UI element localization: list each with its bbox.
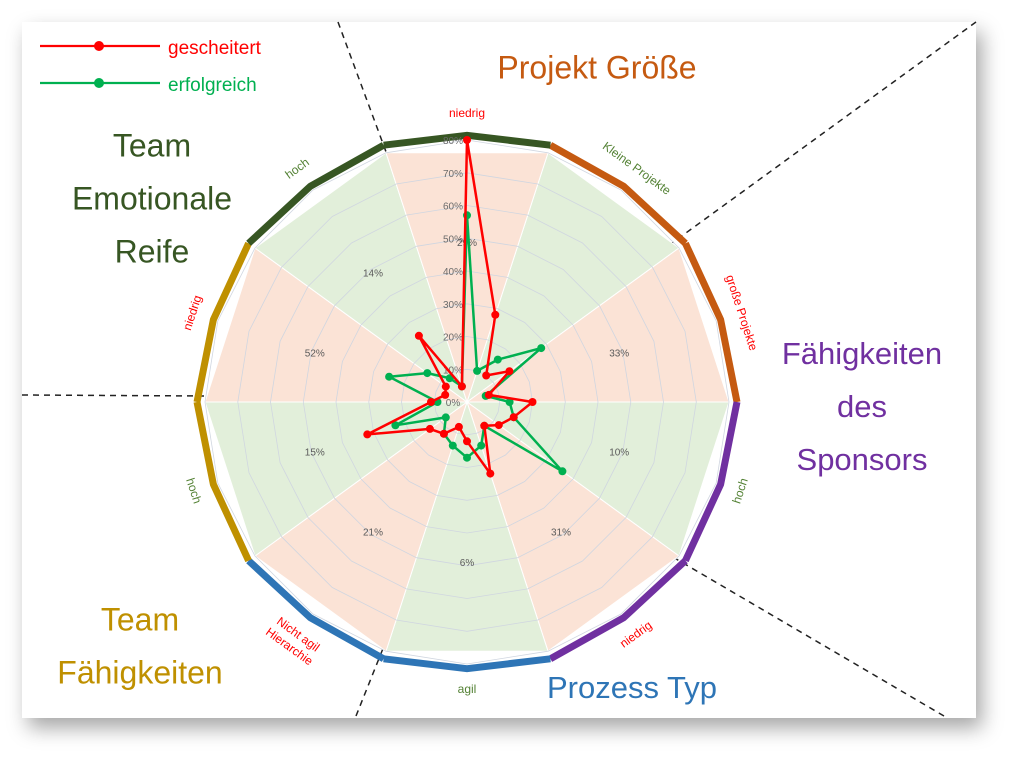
series-point — [441, 413, 450, 422]
series-point — [482, 371, 491, 380]
radial-tick-label: 50% — [443, 234, 463, 245]
group-title-team_emo: Team — [113, 127, 191, 163]
series-point — [423, 369, 432, 378]
grid-ring — [335, 270, 599, 534]
series-point — [477, 441, 486, 450]
radial-tick-label: 30% — [443, 300, 463, 311]
rim-segment-team_skill — [193, 241, 252, 403]
series-point — [385, 372, 394, 381]
rim-segment-sponsor — [682, 401, 741, 563]
radial-tick-label: 20% — [443, 333, 463, 344]
series-point — [457, 382, 466, 391]
legend-marker-success — [94, 78, 104, 88]
zone-percent-label: 31% — [551, 527, 571, 538]
radial-tick-label: 70% — [443, 169, 463, 180]
radial-tick-label: 80% — [443, 136, 463, 147]
series-point — [494, 421, 503, 430]
series-point — [463, 437, 471, 446]
series-point — [414, 331, 423, 340]
legend: gescheitert erfolgreich — [40, 38, 262, 96]
radar-grid — [204, 139, 730, 665]
legend-label-failed: gescheitert — [168, 38, 262, 59]
divider-line — [665, 552, 945, 717]
rim-segment-team_skill — [193, 401, 252, 563]
series-point — [493, 355, 502, 364]
series-point — [391, 421, 400, 430]
rim-segment-team_emo — [246, 142, 386, 246]
zone-percent-label: 10% — [609, 447, 629, 458]
zone-percent-label: 52% — [305, 349, 325, 360]
group-title-team_emo: Reife — [115, 233, 190, 269]
radial-tick-label: 10% — [443, 365, 463, 376]
zone-percent-label: 33% — [609, 349, 629, 360]
grid-ring — [204, 139, 730, 665]
group-title-team_skill: Fähigkeiten — [57, 654, 222, 690]
legend-label-success: erfolgreich — [168, 75, 257, 96]
radial-tick-label: 0% — [446, 398, 461, 409]
series-point — [491, 310, 500, 319]
series-point — [427, 398, 435, 406]
radial-tick-labels: 0% 10% 20% 30% 40% 50% 60% 70% 80% — [443, 136, 463, 409]
rim-segment-prozess — [246, 558, 386, 662]
zone-percent-label: 15% — [305, 447, 325, 458]
group-title-sponsor: des — [837, 389, 887, 424]
rim-segment-projekt — [682, 241, 741, 403]
zone-percent-label: 6% — [460, 558, 475, 569]
group-title-prozess: Prozess Typ — [547, 670, 717, 705]
series-point — [425, 424, 434, 433]
series-point — [484, 390, 493, 399]
grid-ring — [368, 303, 566, 501]
grid-ring — [302, 237, 632, 567]
series-point — [558, 467, 567, 476]
series-point — [505, 398, 514, 406]
series-point — [463, 453, 471, 462]
series-point — [505, 367, 514, 376]
legend-item-failed: gescheitert — [40, 38, 262, 59]
zone-percent-label: 14% — [363, 269, 383, 280]
series-point — [363, 430, 372, 439]
series-point — [454, 422, 463, 431]
legend-item-success: erfolgreich — [40, 75, 257, 96]
group-rim-segments — [193, 131, 741, 673]
data-series — [363, 136, 567, 478]
rim-segment-team_emo — [383, 131, 551, 149]
series-point — [441, 382, 450, 391]
group-title-projekt: Projekt Größe — [497, 49, 696, 85]
grid-ring — [401, 336, 533, 468]
series-point — [480, 421, 489, 430]
divider-line — [21, 394, 209, 397]
legend-marker-failed — [94, 41, 104, 51]
divider-line — [337, 21, 393, 169]
rim-segment-sponsor — [548, 558, 688, 662]
series-point — [486, 469, 495, 478]
category-label: agil — [458, 682, 477, 696]
series-point — [473, 366, 482, 375]
series-point — [441, 390, 450, 399]
rim-segment-prozess — [383, 655, 551, 673]
radial-tick-label: 60% — [443, 202, 463, 213]
zone-percent-label: 21% — [363, 527, 383, 538]
radial-tick-label: 40% — [443, 267, 463, 278]
grid-ring — [237, 172, 697, 632]
group-title-sponsor: Sponsors — [797, 442, 928, 477]
divider-line — [667, 21, 977, 247]
series-point — [509, 413, 518, 422]
category-label: niedrig — [449, 106, 485, 120]
rim-segment-projekt — [548, 142, 688, 246]
group-title-sponsor: Fähigkeiten — [782, 336, 942, 371]
series-point — [463, 136, 471, 144]
group-title-team_skill: Team — [101, 601, 179, 637]
group-title-team_emo: Emotionale — [72, 180, 232, 216]
series-point — [528, 398, 537, 406]
grid-ring — [270, 205, 664, 599]
series-point — [537, 344, 546, 353]
series-point — [439, 429, 448, 438]
series-point — [448, 441, 457, 450]
